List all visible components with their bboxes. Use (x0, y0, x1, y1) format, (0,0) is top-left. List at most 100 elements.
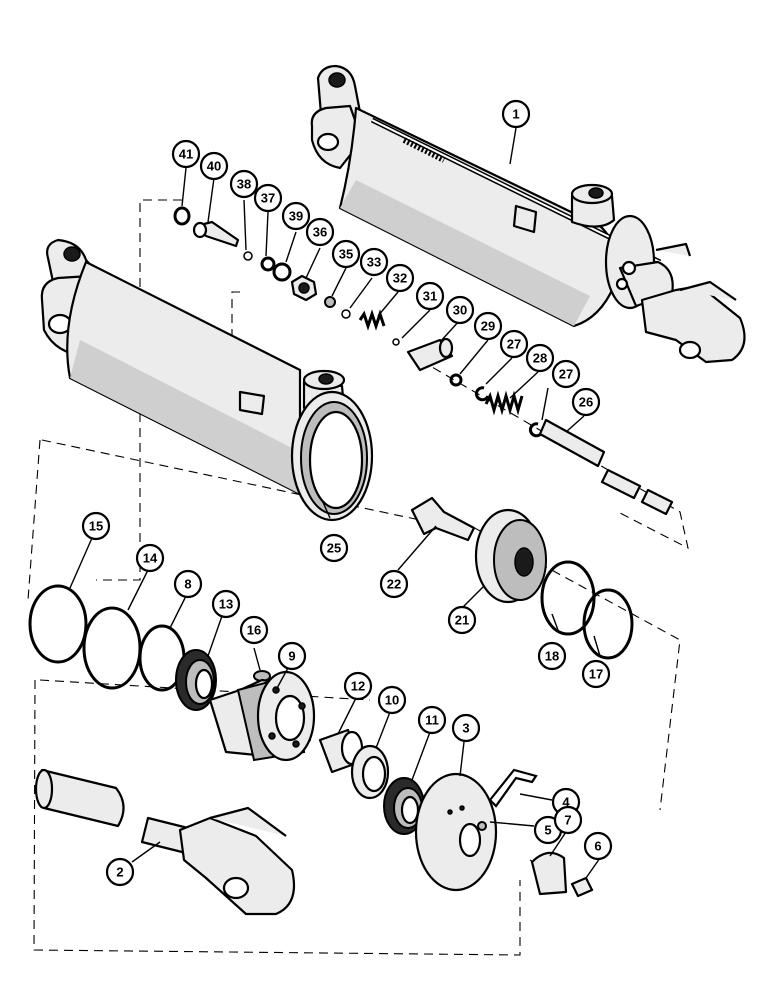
svg-text:35: 35 (339, 247, 353, 262)
assembled-cylinder (310, 64, 746, 364)
part-10-ring (350, 744, 390, 800)
svg-text:12: 12 (351, 679, 365, 694)
svg-text:29: 29 (481, 319, 495, 334)
part-29-ring (449, 373, 463, 387)
svg-text:18: 18 (545, 649, 559, 664)
part-26-pin-long (538, 418, 606, 468)
svg-text:11: 11 (425, 713, 439, 728)
callout-9: 9 (277, 641, 307, 671)
svg-text:31: 31 (423, 289, 437, 304)
callout-14: 14 (135, 543, 165, 573)
part-17-o-ring (582, 588, 634, 660)
svg-text:5: 5 (544, 823, 551, 838)
svg-text:14: 14 (143, 551, 158, 566)
callout-15: 15 (81, 511, 111, 541)
part-27-clip-a (474, 386, 490, 402)
svg-text:1: 1 (512, 107, 519, 122)
callout-25: 25 (319, 533, 349, 563)
part-7-cover (530, 851, 568, 896)
svg-text:26: 26 (579, 395, 593, 410)
svg-text:40: 40 (207, 159, 221, 174)
callout-12: 12 (343, 671, 373, 701)
callout-13: 13 (211, 589, 241, 619)
svg-text:27: 27 (507, 337, 521, 352)
svg-text:15: 15 (89, 519, 103, 534)
part-38-washer (243, 251, 253, 261)
svg-text:8: 8 (184, 577, 191, 592)
callout-6: 6 (583, 831, 613, 861)
part-26-pin-short (640, 488, 674, 516)
part-26-pin-mid (600, 468, 642, 500)
callout-27a: 27 (499, 329, 529, 359)
callout-32: 32 (385, 263, 415, 293)
part-9-gland (208, 670, 316, 762)
callout-21: 21 (447, 605, 477, 635)
part-31-ball (392, 338, 400, 346)
svg-text:37: 37 (261, 191, 275, 206)
head-section (28, 584, 594, 898)
callout-8: 8 (173, 569, 203, 599)
part-6-screw (570, 876, 594, 898)
part-37-ring (260, 256, 276, 272)
callout-7: 7 (553, 805, 583, 835)
callout-36: 36 (305, 217, 335, 247)
callout-29: 29 (473, 311, 503, 341)
callout-27b: 27 (551, 359, 581, 389)
valve-components (173, 206, 674, 516)
part-18-ring (540, 560, 596, 636)
svg-text:38: 38 (237, 177, 251, 192)
callout-41: 41 (171, 139, 201, 169)
callout-3: 3 (451, 713, 481, 743)
callout-18: 18 (537, 641, 567, 671)
part-3-end-cap (414, 772, 498, 892)
part-41-o-ring (173, 206, 191, 226)
svg-text:13: 13 (219, 597, 233, 612)
callout-26: 26 (571, 387, 601, 417)
part-22-bolt (410, 496, 476, 542)
callout-labels: 1 2 3 4 5 6 7 8 9 10 11 12 13 14 15 16 1… (81, 99, 613, 887)
svg-text:3: 3 (462, 721, 469, 736)
svg-text:21: 21 (455, 613, 469, 628)
rod-and-clevis (34, 768, 296, 916)
callout-11: 11 (417, 705, 447, 735)
part-32-spring (358, 309, 386, 331)
svg-text:17: 17 (589, 667, 603, 682)
callout-16: 16 (239, 615, 269, 645)
svg-text:10: 10 (385, 693, 399, 708)
svg-text:25: 25 (327, 541, 341, 556)
callout-33: 33 (359, 247, 389, 277)
callout-2: 2 (105, 857, 135, 887)
part-5-set-screw (477, 821, 487, 831)
part-4-hex-key (488, 768, 538, 808)
part-13-seal (175, 649, 217, 711)
callout-10: 10 (377, 685, 407, 715)
svg-text:22: 22 (387, 577, 401, 592)
part-39-ring (272, 262, 292, 282)
callout-38: 38 (229, 169, 259, 199)
part-11-wiper (383, 777, 425, 835)
callout-39: 39 (281, 201, 311, 231)
svg-text:41: 41 (179, 147, 193, 162)
callout-22: 22 (379, 569, 409, 599)
svg-text:7: 7 (564, 813, 571, 828)
svg-text:36: 36 (313, 225, 327, 240)
svg-text:30: 30 (453, 303, 467, 318)
svg-text:16: 16 (247, 623, 261, 638)
callout-31: 31 (415, 281, 445, 311)
callout-40: 40 (199, 151, 229, 181)
svg-text:33: 33 (367, 255, 381, 270)
svg-text:39: 39 (289, 209, 303, 224)
callout-30: 30 (445, 295, 475, 325)
part-21-piston (474, 508, 547, 604)
svg-text:32: 32 (393, 271, 407, 286)
part-33-disk (341, 309, 351, 319)
part-14-ring (82, 606, 142, 690)
callout-17: 17 (581, 659, 611, 689)
part-35-washer (324, 296, 336, 308)
callout-1: 1 (501, 99, 531, 129)
callout-28: 28 (525, 343, 555, 373)
piston-section (410, 496, 634, 660)
callout-35: 35 (331, 239, 361, 269)
svg-text:9: 9 (288, 649, 295, 664)
